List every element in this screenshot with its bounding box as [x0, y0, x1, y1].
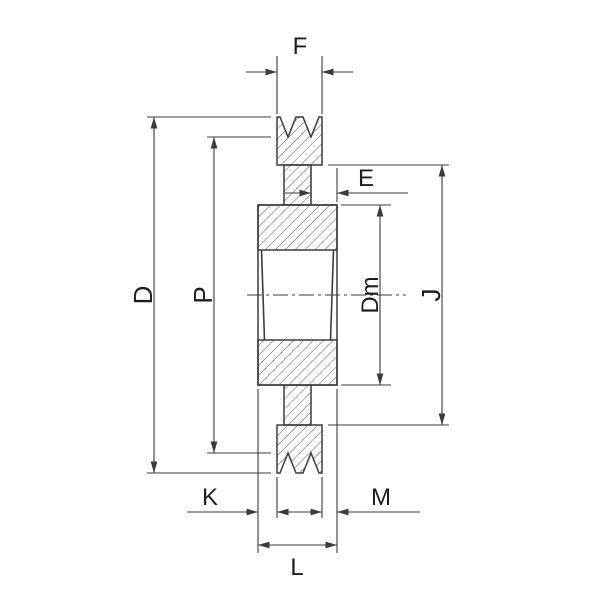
web-top	[283, 164, 312, 206]
dimension-J: J	[328, 164, 449, 426]
hub-band-top	[257, 204, 338, 251]
dimension-P: P	[188, 136, 271, 454]
hub-band-bottom	[257, 339, 338, 386]
dimension-E: E	[285, 165, 408, 202]
dim-label-D: D	[128, 286, 158, 305]
dim-label-Dm: Dm	[357, 276, 384, 313]
dim-label-F: F	[293, 33, 308, 60]
dimension-Dm: Dm	[341, 204, 391, 386]
dim-label-K: K	[202, 484, 218, 511]
rim-bottom-grooves	[276, 424, 323, 474]
dim-label-E: E	[358, 165, 374, 192]
dim-label-J: J	[416, 289, 446, 302]
dimension-F: F	[246, 33, 353, 114]
dimension-K: K	[187, 389, 278, 553]
dimension-M: M	[321, 389, 420, 553]
pulley-section	[247, 116, 406, 474]
dim-label-P: P	[188, 286, 218, 303]
taper-bore-left-edge	[260, 249, 266, 341]
rim-top-grooves	[276, 116, 323, 166]
dimension-D: D	[128, 116, 271, 474]
dimension-L: L	[258, 541, 337, 581]
web-bottom	[283, 384, 312, 426]
dim-label-M: M	[371, 484, 391, 511]
dim-label-L: L	[290, 554, 303, 581]
